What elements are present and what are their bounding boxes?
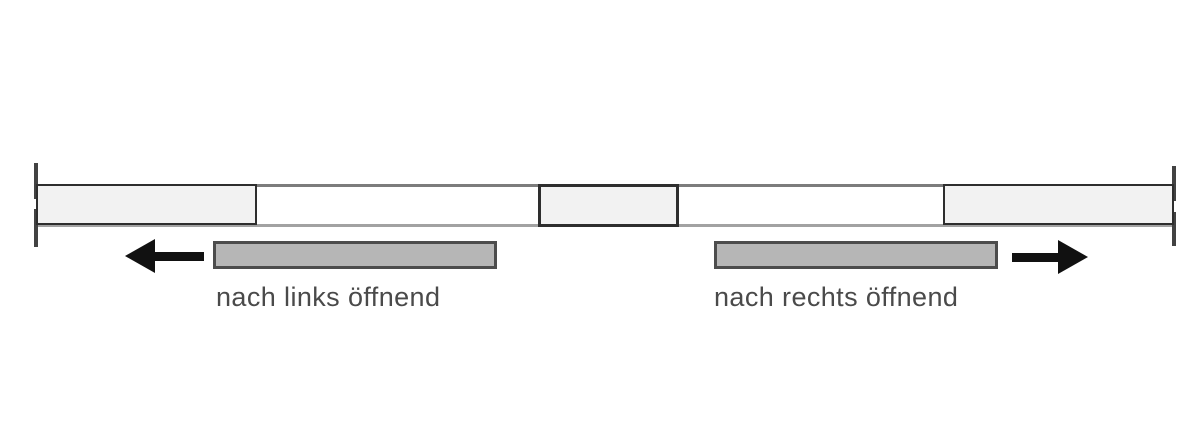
slide-range-bar-right	[714, 241, 998, 269]
slide-range-bar-left	[213, 241, 497, 269]
door-panel-left	[36, 184, 257, 225]
door-panel-center	[538, 184, 679, 227]
left-end-stop-upper	[34, 163, 38, 199]
right-end-stop-upper	[1172, 166, 1176, 201]
right-end-stop-lower	[1172, 212, 1176, 246]
label-opening-right: nach rechts öffnend	[714, 282, 959, 312]
arrow-left-icon	[125, 239, 155, 273]
arrow-left-shaft	[153, 252, 204, 261]
label-opening-left: nach links öffnend	[216, 282, 441, 312]
door-panel-right	[943, 184, 1174, 225]
arrow-right-icon	[1058, 240, 1088, 274]
left-end-stop-lower	[34, 209, 38, 247]
arrow-right-shaft	[1012, 253, 1060, 262]
